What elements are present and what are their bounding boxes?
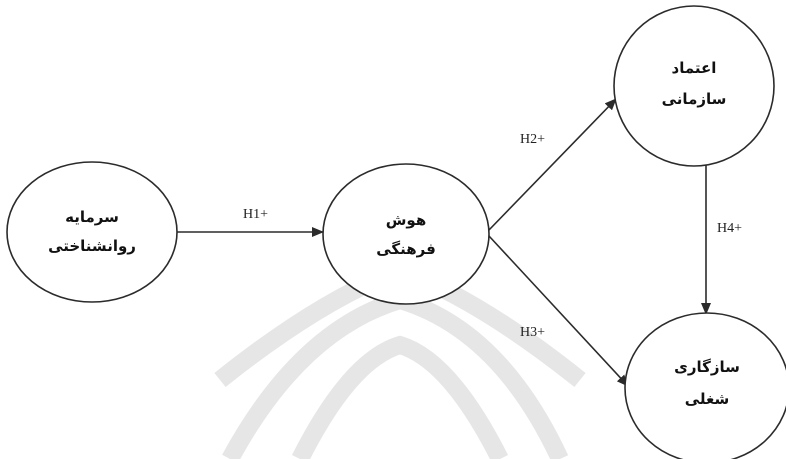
node-label-line1: سرمایه xyxy=(65,208,119,226)
edge-h2-arrow xyxy=(488,98,617,231)
node-cultural-intelligence: هوش فرهنگی xyxy=(322,163,490,305)
node-psychological-capital: سرمایه روانشناختی xyxy=(6,161,178,303)
node-label-line2: روانشناختی xyxy=(48,237,136,255)
node-label-line1: هوش xyxy=(386,211,427,229)
edge-label-h4: H4+ xyxy=(717,221,742,236)
node-label-line2: سازمانی xyxy=(662,90,727,108)
node-ellipse xyxy=(624,312,786,459)
node-label-line2: فرهنگی xyxy=(376,240,436,258)
edge-h3-arrow xyxy=(488,235,629,387)
edges xyxy=(177,98,711,387)
node-ellipse xyxy=(613,5,775,167)
edge-label-h1: H1+ xyxy=(243,207,268,222)
node-label-line2: شغلی xyxy=(685,390,730,408)
node-ellipse xyxy=(6,161,178,303)
edge-label-h3: H3+ xyxy=(520,325,545,340)
node-job-adjustment: سازگاری شغلی xyxy=(624,312,786,459)
edge-label-h2: H2+ xyxy=(520,132,545,147)
node-label-line1: سازگاری xyxy=(674,358,740,376)
node-ellipse xyxy=(322,163,490,305)
node-organizational-trust: اعتماد سازمانی xyxy=(613,5,775,167)
node-label-line1: اعتماد xyxy=(672,59,717,77)
